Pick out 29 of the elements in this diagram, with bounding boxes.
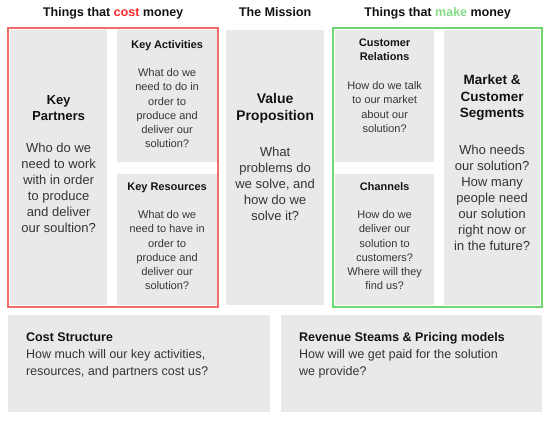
panel-title: Channels: [358, 180, 410, 194]
panel-title: Customer Relations: [358, 36, 412, 64]
section-heading: Things that make money: [364, 4, 511, 20]
panel-question: Who do we need to work with in order to produce and deliver our soultion?: [20, 140, 97, 236]
panel-question: What do we need to do in order to produce and deliver our solution?: [134, 66, 200, 152]
panel-question: How do we talk to our market about our solution?: [346, 79, 423, 136]
canvas-panel: [444, 30, 540, 305]
canvas-panel: [335, 30, 434, 162]
panel-question: What problems do we solve, and how do we solve it?: [235, 144, 315, 224]
panel-question: Who needs our solution? How many people need our solution right now or in the future?: [453, 142, 531, 254]
panel-title: Cost Structure: [26, 330, 114, 346]
canvas-panel: [117, 30, 217, 162]
panel-question: How do we deliver our solution to customers? Where will they find us?: [346, 208, 423, 294]
panel-title: Key Activities: [130, 38, 204, 52]
section-frame: [332, 4, 543, 308]
panel-question: How much will our key activities, resources, and partners cost us?: [26, 346, 210, 380]
section-frame: [7, 4, 219, 308]
canvas-panel: [335, 174, 434, 305]
panel-title: Key Resources: [126, 180, 208, 194]
panel-title: Market & Customer Segments: [458, 72, 526, 122]
canvas-panel: [10, 30, 107, 305]
panel-title: Revenue Steams & Pricing models: [299, 330, 506, 346]
panel-title: Value Proposition: [235, 90, 315, 124]
section-heading: The Mission: [238, 4, 312, 20]
panel-question: How will we get paid for the solution we provide?: [299, 346, 499, 380]
panel-question: What do we need to have in order to produce and deliver our solution?: [129, 208, 205, 294]
canvas-panel: [117, 174, 217, 305]
panel-title: Key Partners: [31, 92, 86, 124]
section-heading: Things that cost money: [42, 4, 184, 20]
